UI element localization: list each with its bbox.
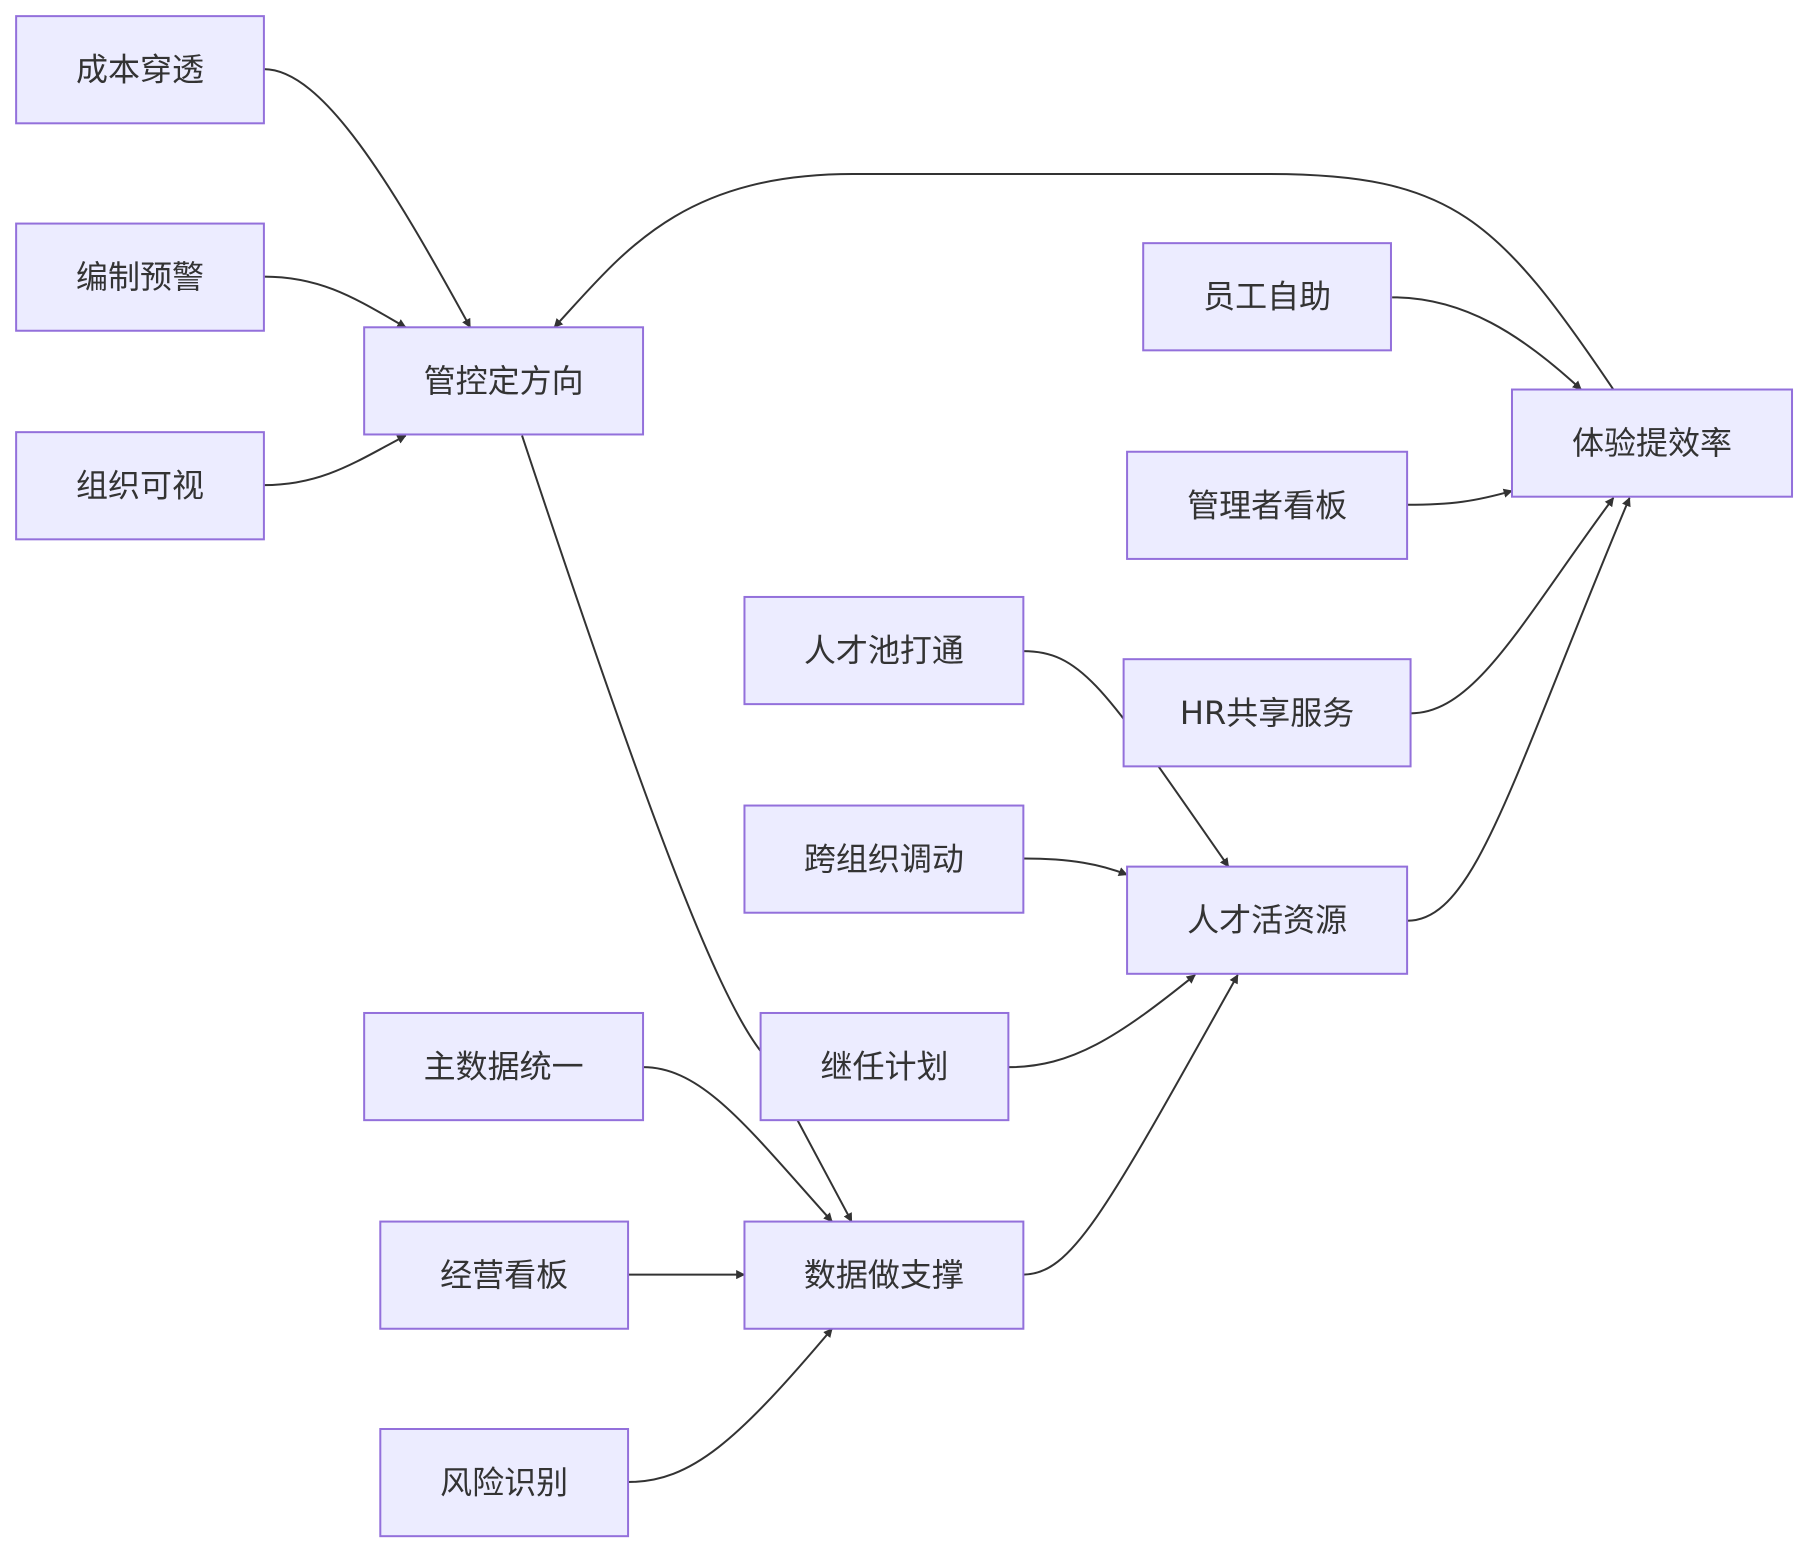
- node-guankong: 管控定方向: [363, 326, 645, 436]
- node-shuju: 数据做支撑: [743, 1220, 1025, 1330]
- node-box: [1126, 865, 1409, 975]
- node-box: [15, 222, 265, 332]
- node-box: [743, 595, 1025, 706]
- node-box: [759, 1011, 1010, 1122]
- node-label: 编制预警: [76, 258, 204, 296]
- edge-rencaichi-to-rencaihuo: [1023, 651, 1228, 868]
- node-label: 风险识别: [440, 1464, 568, 1502]
- node-box: [743, 1220, 1025, 1330]
- node-box: [363, 1011, 645, 1122]
- node-box: [1142, 242, 1392, 352]
- node-box: [379, 1428, 630, 1538]
- edge-tiyan-to-guankong: [554, 174, 1613, 390]
- node-box: [1122, 658, 1412, 768]
- node-jingying: 经营看板: [379, 1220, 630, 1330]
- edge-bianzhi-to-guankong: [264, 277, 407, 328]
- node-label: 成本穿透: [76, 51, 204, 89]
- node-label: 组织可视: [76, 467, 204, 505]
- node-zuzhi: 组织可视: [15, 431, 265, 541]
- node-fengxian: 风险识别: [379, 1428, 630, 1538]
- node-chengben: 成本穿透: [15, 15, 265, 125]
- edge-yuangong-to-tiyan: [1392, 297, 1581, 389]
- node-box: [743, 804, 1025, 914]
- edge-kuazuzhi-to-rencaihuo: [1023, 859, 1128, 876]
- node-yuangong: 员工自助: [1142, 242, 1392, 352]
- node-label: 员工自助: [1203, 278, 1331, 316]
- node-label: 管理者看板: [1187, 486, 1347, 524]
- node-tiyan: 体验提效率: [1510, 388, 1794, 498]
- node-rencaihuo: 人才活资源: [1126, 865, 1409, 975]
- node-label: 继任计划: [820, 1048, 948, 1086]
- edges-layer: [264, 69, 1630, 1482]
- edge-jiren-to-rencaihuo: [1008, 975, 1195, 1067]
- node-label: 主数据统一: [424, 1048, 584, 1086]
- node-label: 人才池打通: [804, 632, 964, 670]
- node-rencaichi: 人才池打通: [743, 595, 1025, 706]
- node-label: 管控定方向: [424, 362, 584, 400]
- edge-chengben-to-guankong: [264, 69, 470, 329]
- node-box: [379, 1220, 630, 1330]
- node-label: HR共享服务: [1180, 694, 1354, 732]
- edge-guanlizhe-to-tiyan: [1407, 488, 1513, 505]
- node-box: [1126, 450, 1409, 560]
- node-label: 跨组织调动: [804, 840, 964, 878]
- node-label: 数据做支撑: [804, 1256, 964, 1294]
- node-box: [1510, 388, 1794, 498]
- node-box: [15, 15, 265, 125]
- node-guanlizhe: 管理者看板: [1126, 450, 1409, 560]
- node-bianzhi: 编制预警: [15, 222, 265, 332]
- edge-hr-to-tiyan: [1411, 497, 1614, 714]
- node-kuazuzhi: 跨组织调动: [743, 804, 1025, 914]
- edge-fengxian-to-shuju: [628, 1329, 832, 1482]
- edge-rencaihuo-to-tiyan: [1407, 496, 1629, 921]
- node-label: 经营看板: [440, 1256, 568, 1294]
- node-box: [363, 326, 645, 436]
- node-hr: HR共享服务: [1122, 658, 1412, 768]
- edge-zuzhi-to-guankong: [264, 436, 407, 486]
- node-label: 人才活资源: [1187, 901, 1347, 939]
- node-zhushuju: 主数据统一: [363, 1011, 645, 1122]
- node-jiren: 继任计划: [759, 1011, 1010, 1122]
- edge-zhushuju-to-shuju: [643, 1067, 832, 1221]
- node-label: 体验提效率: [1572, 424, 1732, 462]
- edge-guankong-to-shuju: [522, 436, 852, 1222]
- node-box: [15, 431, 265, 541]
- edge-shuju-to-rencaihuo: [1023, 974, 1237, 1275]
